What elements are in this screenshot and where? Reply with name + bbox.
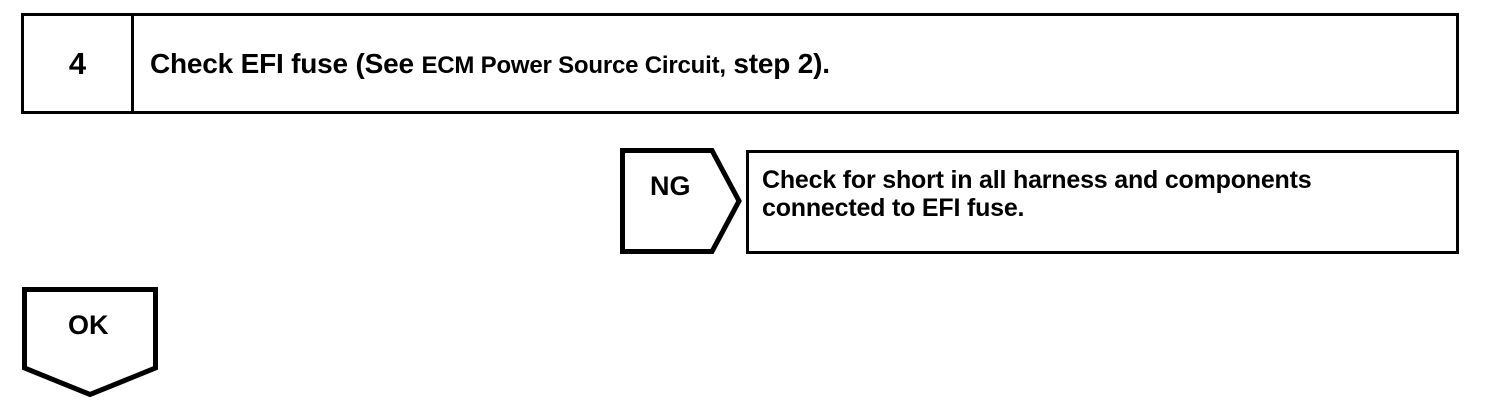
ng-tag-shape: NG: [620, 148, 742, 254]
step-number: 4: [68, 46, 87, 81]
ng-result-line-2: connected to EFI fuse.: [762, 194, 1025, 222]
ng-tag-label: NG: [650, 171, 691, 201]
step-row: 4 Check EFI fuse (See ECM Power Source C…: [21, 13, 1459, 114]
step-text-reference: ECM Power Source Circuit,: [421, 51, 726, 79]
step-text-tail: step 2).: [725, 47, 830, 79]
ng-result-text: Check for short in all harness and compo…: [762, 166, 1312, 222]
step-instruction-cell: Check EFI fuse (See ECM Power Source Cir…: [134, 16, 1456, 111]
ng-result-line-1: Check for short in all harness and compo…: [762, 166, 1312, 194]
step-instruction-text: Check EFI fuse (See ECM Power Source Cir…: [150, 47, 830, 79]
ok-tag-shape: [22, 287, 158, 397]
ok-tag-label: OK: [68, 310, 109, 340]
step-number-cell: 4: [24, 16, 134, 111]
ng-result-box: Check for short in all harness and compo…: [746, 150, 1459, 254]
step-text-lead: Check EFI fuse (See: [150, 47, 422, 79]
pentagon-arrow-right-icon: [620, 148, 742, 254]
pentagon-arrow-down-icon: [22, 287, 158, 397]
